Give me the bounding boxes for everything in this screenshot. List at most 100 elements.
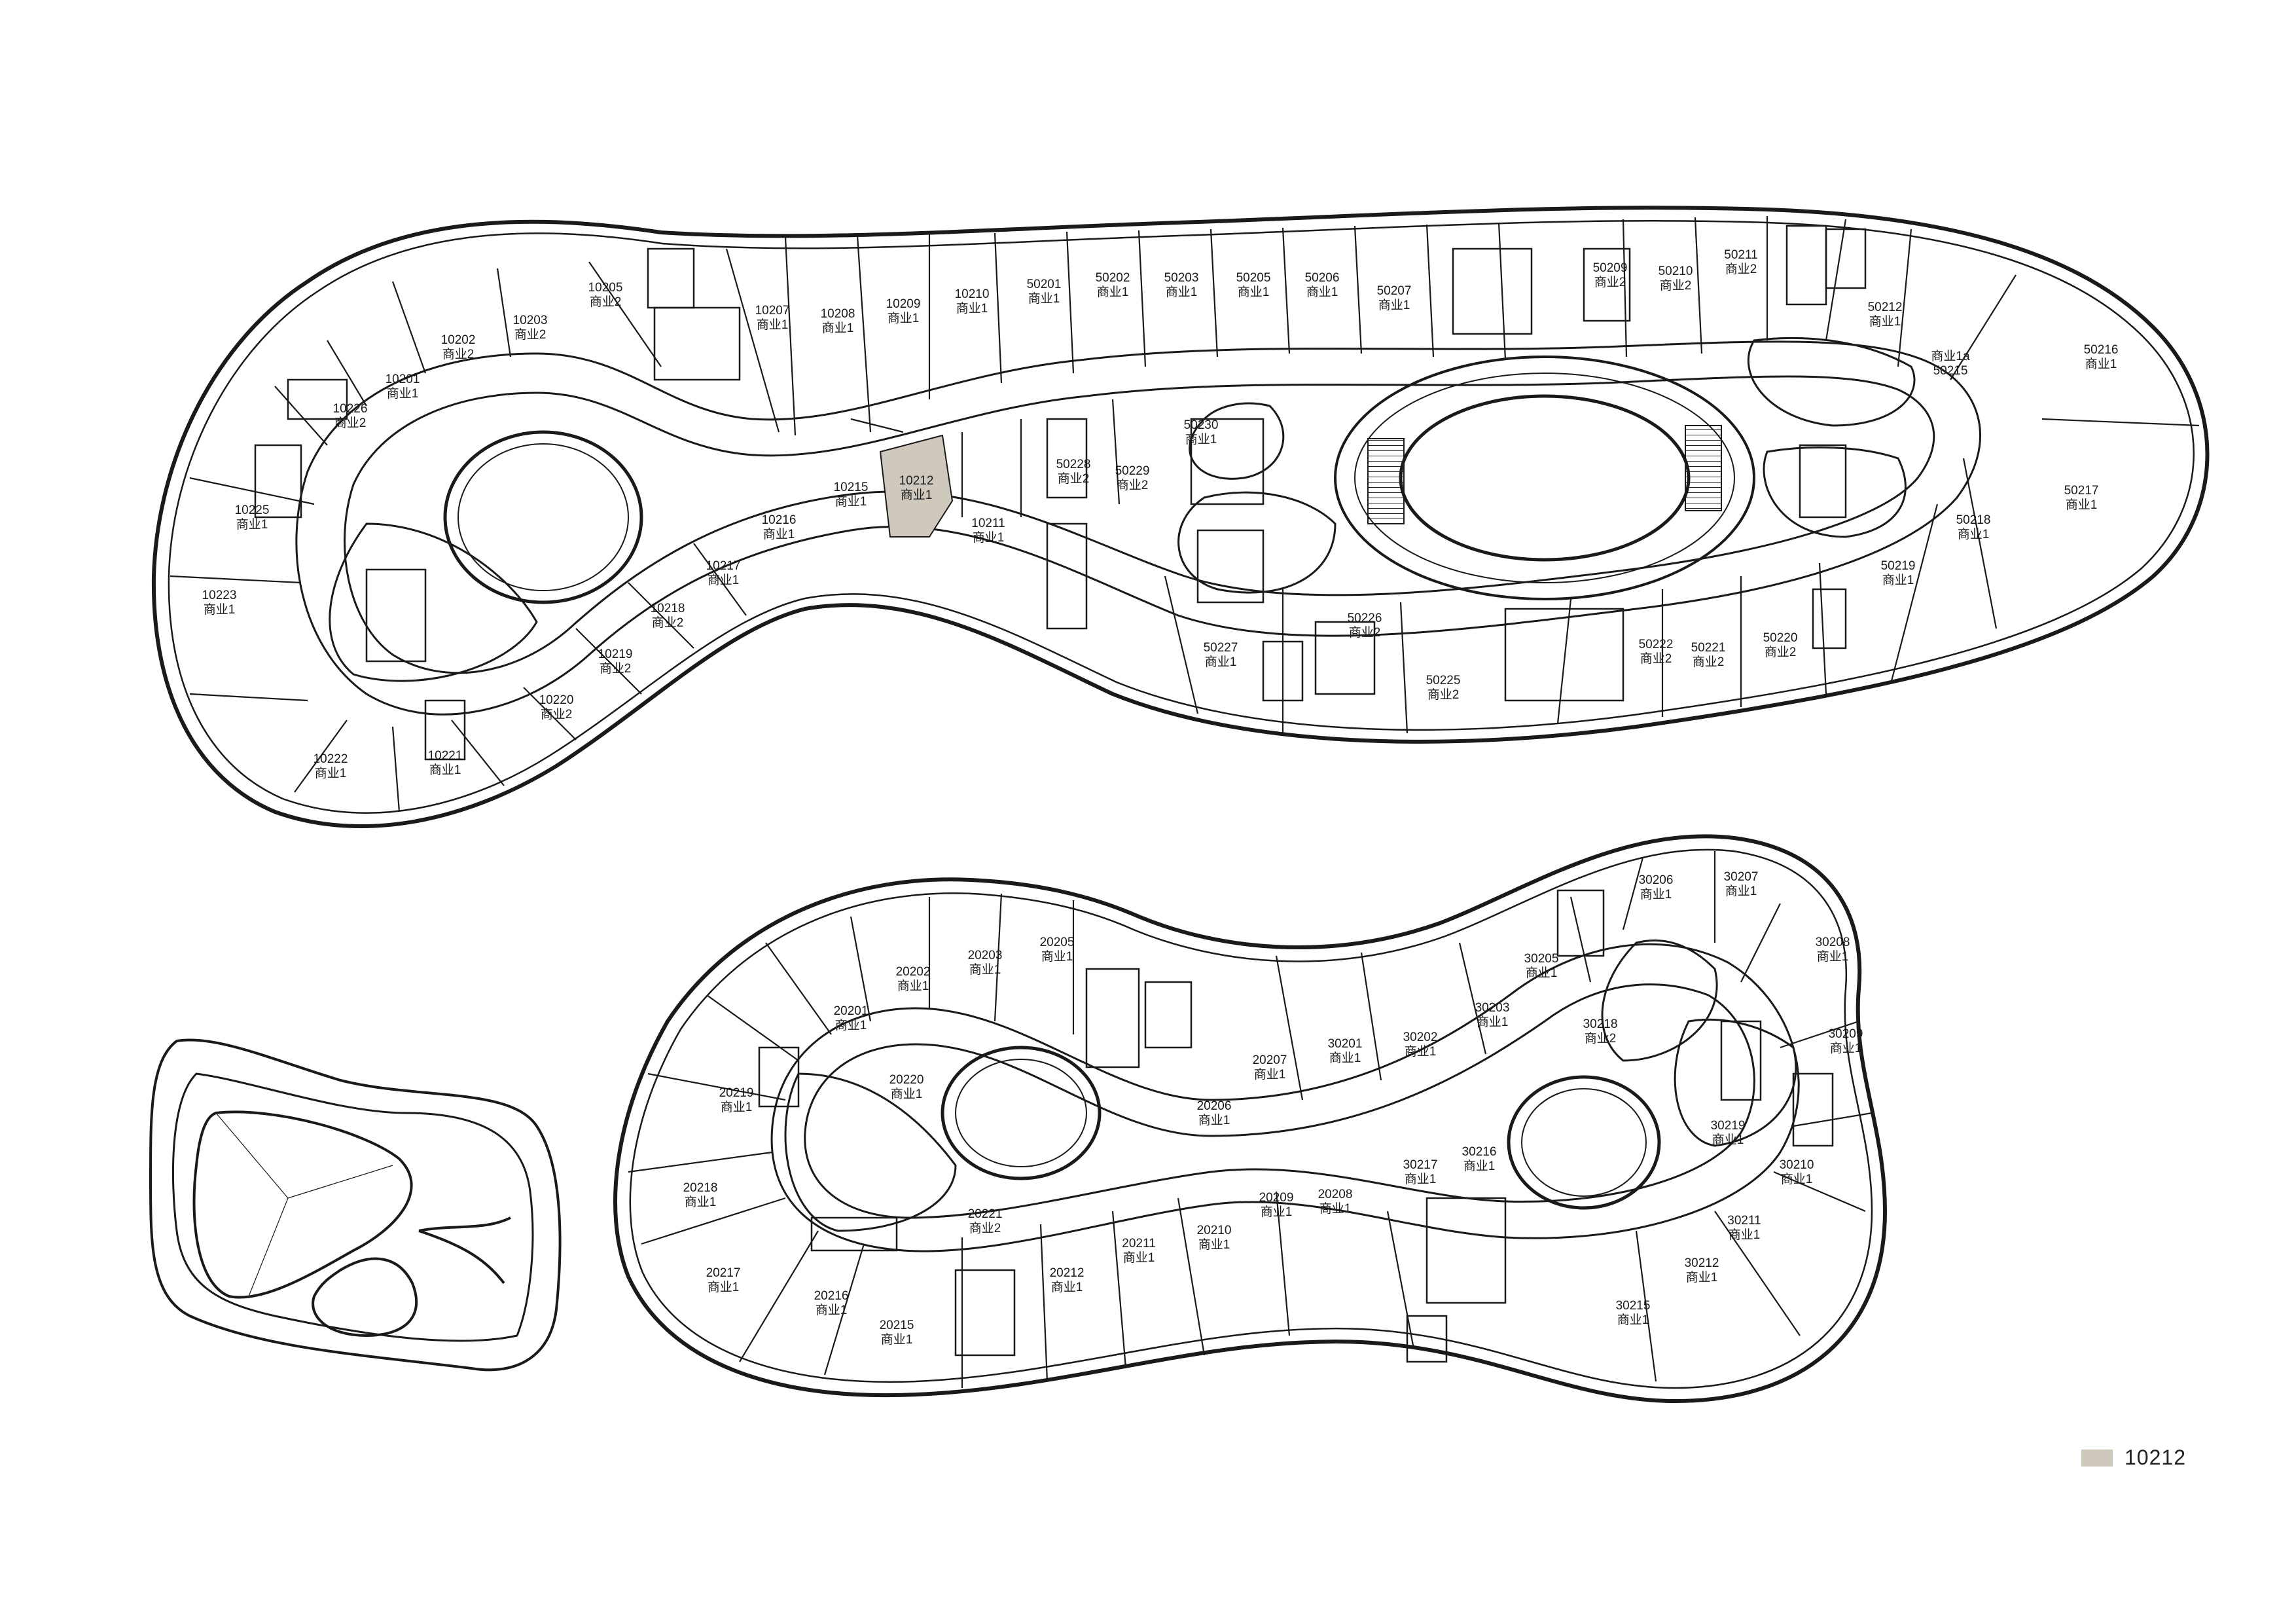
- unit-code: 10226: [333, 402, 368, 416]
- unit-code: 30215: [1616, 1299, 1651, 1313]
- core-blocks: [254, 225, 1867, 761]
- unit-use: 商业1: [1051, 1280, 1083, 1294]
- unit-code: 30211: [1727, 1214, 1761, 1228]
- north-atrium-east: [1334, 356, 1755, 600]
- unit-use: 商业2: [334, 416, 367, 430]
- core-island: [784, 1072, 957, 1232]
- pavilion-swoosh: [418, 1216, 511, 1285]
- unit-code: 10211: [971, 517, 1005, 530]
- unit-code: 10222: [314, 752, 348, 766]
- unit-code: 20218: [683, 1181, 718, 1195]
- unit-use: 商业1: [1205, 655, 1237, 669]
- unit-use: 商业1: [1097, 285, 1129, 299]
- unit-use: 商业1: [956, 301, 988, 316]
- unit-use: 商业2: [1117, 478, 1149, 492]
- unit-use: 商业1: [1261, 1205, 1293, 1219]
- unit-code: 50222: [1639, 638, 1674, 651]
- unit-code: 30203: [1475, 1001, 1510, 1015]
- unit-use: 商业1: [1869, 314, 1901, 329]
- unit-use: 商业1: [204, 602, 236, 617]
- core-island: [1674, 1018, 1797, 1147]
- pavilion-void: [192, 1110, 413, 1299]
- south-corridor-outer: [770, 943, 1800, 1252]
- unit-use: 商业1: [1725, 884, 1757, 898]
- unit-use: 商业1: [835, 1018, 867, 1032]
- unit-code: 30209: [1829, 1027, 1863, 1041]
- unit-code: 10221: [428, 749, 463, 763]
- unit-use: 商业1: [1319, 1201, 1352, 1216]
- core-island: [1189, 402, 1285, 480]
- unit-use: 商业2: [1660, 278, 1692, 293]
- legend: 10212: [2081, 1446, 2186, 1470]
- unit-code: 10207: [755, 304, 790, 318]
- unit-use: 商业1: [708, 573, 740, 587]
- south-partitions: [628, 851, 1873, 1388]
- unit-code: 30219: [1711, 1119, 1746, 1133]
- unit-code: 50219: [1881, 559, 1916, 573]
- north-corridor-outer: [295, 340, 1982, 716]
- core-blocks: [758, 889, 1834, 1363]
- unit-code: 20211: [1122, 1237, 1155, 1250]
- unit-code: 20201: [834, 1004, 869, 1018]
- unit-use: 商业1: [2085, 357, 2117, 371]
- north-atrium-west-inner: [457, 443, 629, 591]
- unit-code: 50229: [1115, 464, 1150, 478]
- unit-use: 商业2: [1725, 262, 1757, 276]
- unit-code: 10202: [441, 333, 476, 347]
- unit-use: 商业1: [901, 488, 933, 502]
- unit-code: 20206: [1197, 1099, 1232, 1113]
- south-atrium-west: [941, 1046, 1102, 1180]
- unit-use: 商业1: [721, 1100, 753, 1114]
- unit-code: 10205: [588, 281, 623, 295]
- unit-code: 50202: [1096, 271, 1130, 285]
- unit-use: 商业1: [1123, 1250, 1155, 1265]
- unit-code: 10216: [762, 513, 797, 527]
- unit-use: 商业2: [1594, 275, 1626, 289]
- north-outer-facade-inner: [168, 220, 2195, 814]
- core-island: [1747, 337, 1916, 427]
- unit-code: 50203: [1164, 271, 1199, 285]
- unit-use: 商业1: [1306, 285, 1338, 299]
- unit-use: 商业1: [763, 527, 795, 541]
- unit-code: 30206: [1639, 873, 1674, 887]
- unit-use: 商业1: [1185, 432, 1217, 447]
- unit-code: 50227: [1204, 641, 1238, 655]
- unit-use: 商业1: [1198, 1113, 1230, 1127]
- unit-code: 30212: [1685, 1256, 1719, 1270]
- unit-use: 商业1: [1526, 966, 1558, 980]
- unit-use: 商业1: [1166, 285, 1198, 299]
- pavilion-inner-ring: [171, 1072, 534, 1342]
- unit-10212-highlight[interactable]: [879, 434, 954, 538]
- unit-use: 50215: [1933, 364, 1968, 378]
- unit-use: 商业1: [969, 962, 1001, 977]
- north-atrium-west: [443, 430, 643, 604]
- unit-code: 20215: [880, 1319, 914, 1332]
